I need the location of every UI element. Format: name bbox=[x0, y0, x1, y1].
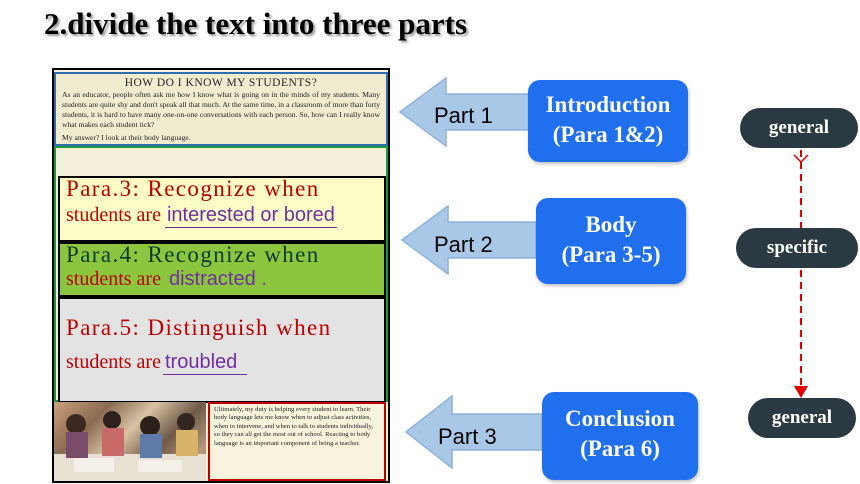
document-heading: HOW DO I KNOW MY STUDENTS? bbox=[124, 77, 318, 89]
body-range: (Para 3-5) bbox=[561, 242, 661, 267]
introduction-range: (Para 1&2) bbox=[552, 122, 664, 147]
para5-answer: troubled bbox=[162, 351, 248, 375]
part1-label: Part 1 bbox=[434, 103, 493, 128]
body-box: Body (Para 3-5) bbox=[536, 198, 686, 284]
conclusion-text: Ultimately, my duty is helping every stu… bbox=[208, 402, 386, 481]
part3-label: Part 3 bbox=[438, 424, 497, 449]
flow-general-top: general bbox=[740, 108, 858, 148]
para5-heading: Para.5: Distinguish when bbox=[66, 315, 332, 340]
classroom-photo-illustration bbox=[54, 411, 206, 481]
introduction-box: Introduction (Para 1&2) bbox=[528, 80, 688, 162]
para4-prefix: students are bbox=[66, 268, 161, 290]
intro-paragraph-box: HOW DO I KNOW MY STUDENTS? As an educato… bbox=[54, 72, 388, 146]
conclusion-title: Conclusion bbox=[565, 406, 675, 431]
para3-answer: interested or bored bbox=[164, 204, 337, 228]
para4-heading: Para.4: Recognize when bbox=[66, 242, 320, 267]
para3-prefix: students are bbox=[66, 204, 161, 226]
classroom-photo bbox=[54, 402, 206, 481]
para4-line: students are distracted. bbox=[66, 268, 267, 291]
slide-title: 2.divide the text into three parts bbox=[44, 6, 468, 41]
body-title: Body bbox=[585, 212, 637, 237]
dashed-connector-bottom bbox=[794, 270, 808, 398]
part2-label: Part 2 bbox=[434, 232, 493, 257]
para3-heading: Para.3: Recognize when bbox=[66, 176, 320, 201]
intro-text-answer: My answer? I look at their body language… bbox=[62, 133, 191, 142]
introduction-title: Introduction bbox=[545, 92, 671, 117]
para4-answer: distracted bbox=[168, 268, 256, 290]
flow-general-bottom: general bbox=[748, 398, 856, 438]
conclusion-area: Ultimately, my duty is helping every stu… bbox=[54, 402, 388, 481]
conclusion-range: (Para 6) bbox=[580, 436, 660, 461]
para4-box: Para.4: Recognize when students are distr… bbox=[58, 242, 386, 297]
para4-period: . bbox=[261, 268, 267, 290]
para5-prefix: students are bbox=[66, 351, 161, 373]
intro-text: As an educator, people often ask me how … bbox=[62, 90, 380, 129]
conclusion-box: Conclusion (Para 6) bbox=[542, 392, 698, 480]
flow-specific: specific bbox=[736, 228, 858, 268]
